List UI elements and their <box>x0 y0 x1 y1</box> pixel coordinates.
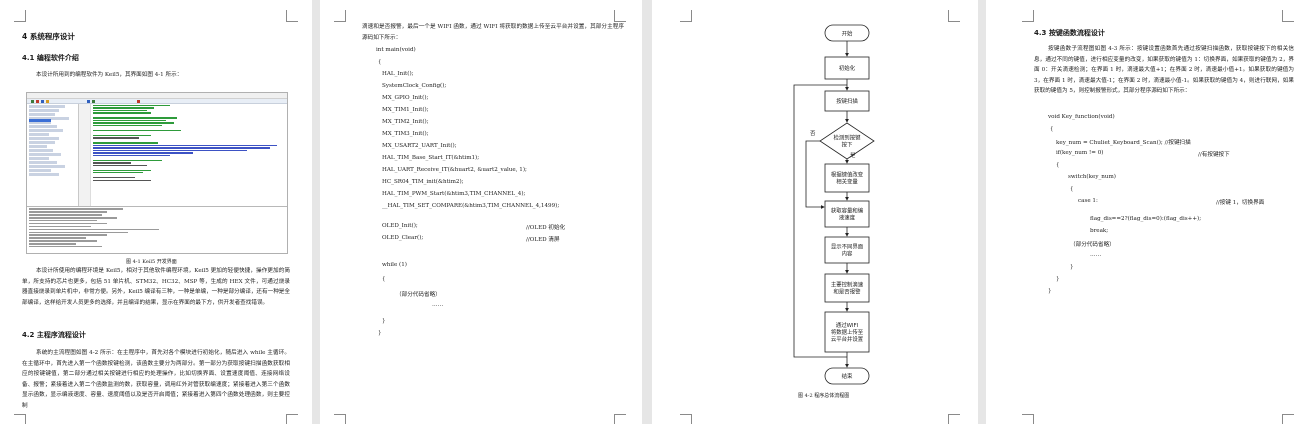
code-line: HAL_Init(); <box>382 71 414 77</box>
crop-mark <box>948 414 960 424</box>
code-line: …… <box>1090 252 1102 258</box>
paragraph-wifi: 滴速和是否报警，最后一个是 WIFI 函数，通过 WIFI 将获取的数据上传至云… <box>362 24 624 41</box>
crop-mark <box>614 10 626 22</box>
crop-mark <box>948 10 960 22</box>
code-line: MX_TIM1_Init(); <box>382 107 429 113</box>
code-line: switch(key_num) <box>1068 174 1116 180</box>
paragraph-keil-intro: 本设计所用到的编程软件为 Keil5，其界面如图 4-1 所示： <box>36 72 183 78</box>
crop-mark <box>1282 10 1294 22</box>
code-line: { <box>378 59 382 65</box>
flow-label-end: 结束 <box>842 372 853 380</box>
code-line: flag_dis==2?(flag_dis=0):(flag_dis++); <box>1090 216 1202 222</box>
code-line: case 1: <box>1078 198 1098 204</box>
code-line: MX_USART2_UART_Init(); <box>382 143 457 149</box>
keil5-ide-screenshot <box>26 92 288 254</box>
crop-mark <box>14 414 26 424</box>
code-line: { <box>1050 126 1054 132</box>
flow-yes-label: 是 <box>850 152 856 159</box>
code-line: { <box>1056 162 1060 168</box>
ide-project-tree <box>27 104 79 206</box>
crop-mark <box>14 10 26 22</box>
flow-label-start: 开始 <box>842 30 853 38</box>
section-heading-4-3: 4.3 按键函数流程设计 <box>1034 29 1105 37</box>
code-line: MX_TIM2_Init(); <box>382 119 429 125</box>
code-line: } <box>382 318 386 324</box>
code-line: HAL_TIM_Base_Start_IT(&htim1); <box>382 155 480 161</box>
code-line: int main(void) <box>376 47 416 53</box>
paragraph-main-flow: 系统的主流程图如图 4-2 所示：在主程序中，首先对各个模块进行初始化，随后进入… <box>22 350 290 409</box>
figure-caption-4-2: 图 4-2 程序总体流程图 <box>798 393 850 399</box>
code-line: （部分代码省略） <box>1070 242 1115 248</box>
code-line: MX_GPIO_Init(); <box>382 95 429 101</box>
code-line: break; <box>1090 228 1109 234</box>
flow-label-decision: 检测到按键按下 <box>834 134 862 149</box>
flow-end-node <box>824 367 870 385</box>
code-line: OLED_Clear(); <box>382 235 424 241</box>
code-comment: //OLED 清屏 <box>526 237 560 243</box>
section-heading-4-2: 4.2 主程序流程设计 <box>22 331 86 339</box>
code-line: MX_TIM3_Init(); <box>382 131 429 137</box>
crop-mark <box>334 10 346 22</box>
code-line: HC_SR04_TIM_init(&htim2); <box>382 179 464 185</box>
main-program-flowchart: 开始 初始化 按键扫描 结束 检测到按键按下根据键值改变相关变量获取容量和编液速… <box>793 24 875 385</box>
code-line: HAL_UART_Receive_IT(&huart2, &uart2_valu… <box>382 167 527 173</box>
ide-build-output <box>27 206 287 253</box>
crop-mark <box>614 414 626 424</box>
crop-mark <box>1282 414 1294 424</box>
code-line: } <box>1048 288 1052 294</box>
code-comment: //OLED 初始化 <box>526 225 566 231</box>
flow-label-detect: 获取容量和编液速度 <box>831 207 863 222</box>
crop-mark <box>1022 414 1034 424</box>
crop-mark <box>680 10 692 22</box>
code-line: { <box>1070 186 1074 192</box>
code-comment: //按键 1，切换界面 <box>1216 200 1265 206</box>
code-line: OLED_Init(); <box>382 223 418 229</box>
flow-label-init: 初始化 <box>839 64 856 72</box>
document-page-2: 滴速和是否报警，最后一个是 WIFI 函数，通过 WIFI 将获取的数据上传至云… <box>320 0 642 424</box>
code-comment: //有按键按下 <box>1198 152 1230 158</box>
code-line: } <box>378 330 382 336</box>
code-line: while (1) <box>382 262 407 268</box>
ide-code-editor <box>79 104 287 206</box>
paragraph-keil-features: 本设计所使用的编程环境是 Keil5，相对于其他软件编程环境，Keil5 更加的… <box>22 268 290 306</box>
code-line: …… <box>432 302 444 308</box>
paragraph-key-function: 按键函数子流程图如图 4-3 所示：按键设置函数首先通过按键扫描函数，获取按键按… <box>1034 46 1294 94</box>
code-line: if(key_num != 0) <box>1056 150 1104 156</box>
crop-mark <box>334 414 346 424</box>
code-line: key_num = Chuliet_Keyboard_Scan(); //按键扫… <box>1056 140 1191 146</box>
code-line: （部分代码省略） <box>396 292 441 298</box>
code-line: } <box>1056 276 1060 282</box>
code-line: HAL_TIM_PWM_Start(&htim3,TIM_CHANNEL_4); <box>382 191 526 197</box>
code-line: __HAL_TIM_SET_COMPARE(&htim3,TIM_CHANNEL… <box>382 203 560 209</box>
ide-menubar <box>27 93 287 99</box>
section-heading-4: 4 系统程序设计 <box>22 32 75 41</box>
figure-caption-4-1: 图 4-1 Keil5 开发界面 <box>126 259 177 265</box>
flow-label-alarm: 主要控制滴速和是否报警 <box>831 281 864 296</box>
code-line: { <box>382 276 386 282</box>
code-line: SystemClock_Config(); <box>382 83 447 89</box>
code-line: } <box>1070 264 1074 270</box>
crop-mark <box>286 414 298 424</box>
crop-mark <box>680 414 692 424</box>
flow-no-label: 否 <box>810 130 816 137</box>
document-page-1: 4 系统程序设计 4.1 编程软件介绍 本设计所用到的编程软件为 Keil5，其… <box>0 0 312 424</box>
flow-label-proc: 根据键值改变相关变量 <box>831 171 864 186</box>
code-line: void Key_function(void) <box>1048 114 1115 120</box>
document-page-3: 开始 初始化 按键扫描 结束 检测到按键按下根据键值改变相关变量获取容量和编液速… <box>652 0 978 424</box>
section-heading-4-1: 4.1 编程软件介绍 <box>22 54 79 62</box>
crop-mark <box>286 10 298 22</box>
flow-label-display: 显示不同界面内容 <box>831 244 864 258</box>
flow-label-key: 按键扫描 <box>836 97 858 105</box>
document-page-4: 4.3 按键函数流程设计 按键函数子流程图如图 4-3 所示：按键设置函数首先通… <box>986 0 1306 424</box>
crop-mark <box>1022 10 1034 22</box>
ide-toolbar <box>27 99 287 104</box>
